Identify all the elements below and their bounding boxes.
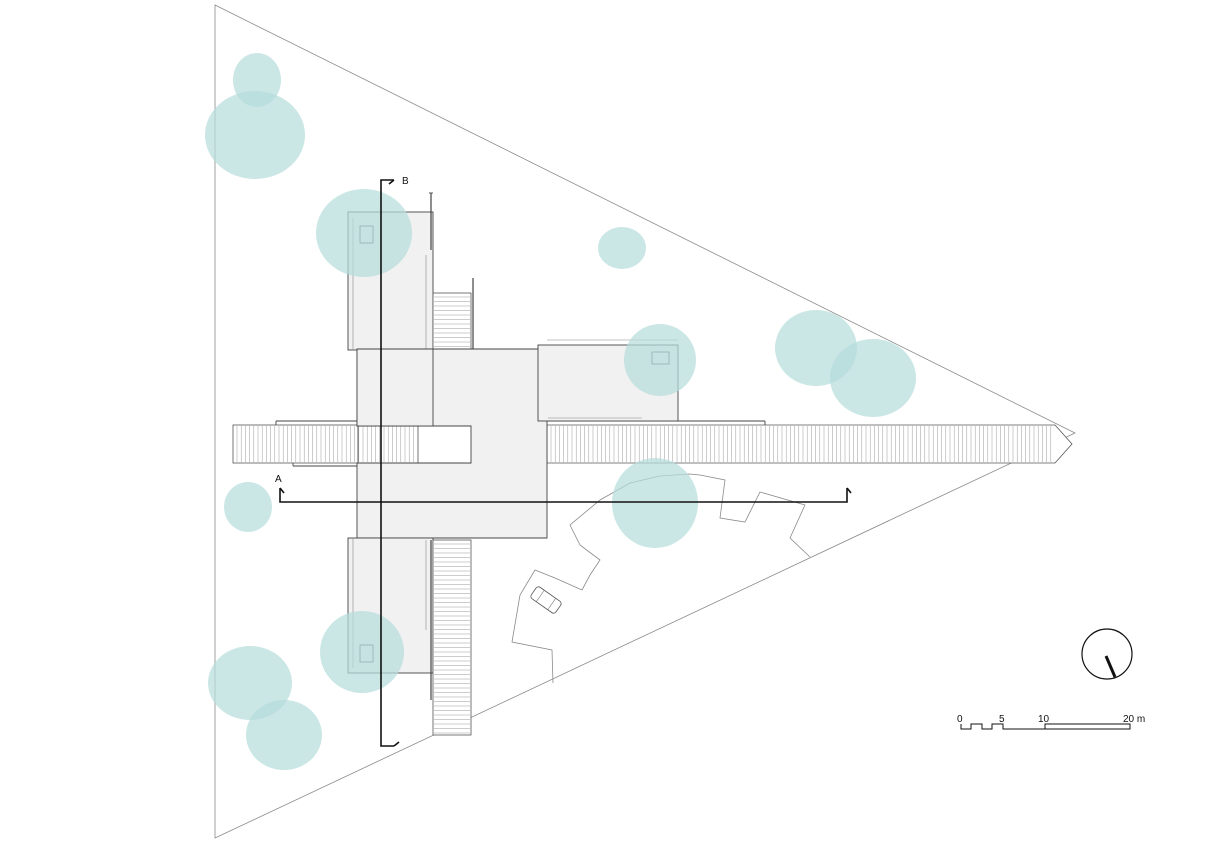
section-label-a: A	[275, 474, 282, 485]
access-road	[511, 473, 811, 684]
tree-icon	[316, 189, 412, 277]
scale-bar: 0 5 10 20 m	[957, 714, 1145, 730]
section-line-a: A	[275, 474, 852, 503]
tree-icon	[224, 482, 272, 532]
north-arrow-icon	[1081, 628, 1133, 680]
scale-label-0: 0	[957, 714, 963, 725]
parked-car-icon	[530, 586, 562, 614]
section-label-b: B	[402, 176, 409, 187]
tree-icon	[320, 611, 404, 693]
trees	[205, 53, 916, 770]
tree-icon	[775, 310, 916, 417]
scale-label-20m: 20 m	[1123, 714, 1145, 725]
south-stairs	[432, 539, 472, 736]
tree-icon	[208, 646, 322, 770]
boardwalk-planks	[236, 426, 1052, 462]
tree-icon	[598, 227, 646, 269]
horizontal-boardwalk	[232, 420, 1073, 467]
scale-label-10: 10	[1038, 714, 1050, 725]
tree-icon	[624, 324, 696, 396]
section-line-b: B	[380, 176, 409, 747]
scale-label-5: 5	[999, 714, 1005, 725]
tree-icon	[205, 53, 305, 179]
site-boundary	[214, 4, 1076, 839]
tree-icon	[612, 458, 698, 548]
